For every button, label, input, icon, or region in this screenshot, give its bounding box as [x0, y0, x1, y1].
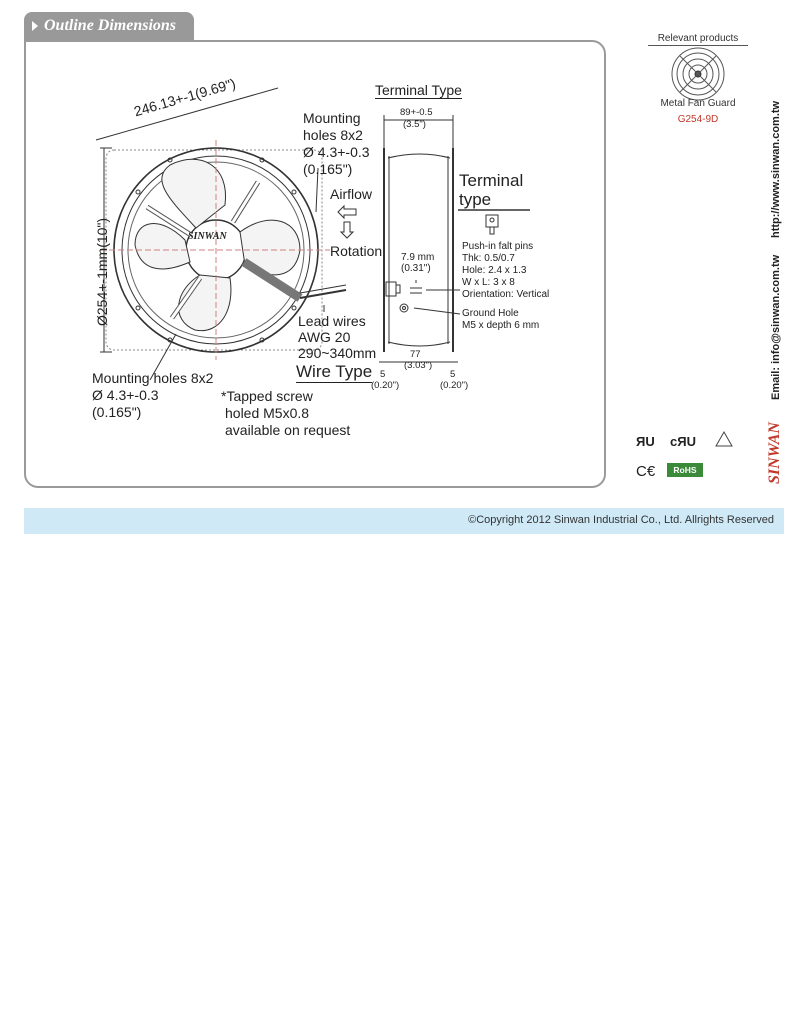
cert-marks: ЯU cЯU C€: [636, 434, 696, 480]
relevant-products-title: Relevant products: [648, 33, 748, 46]
height-dimension: Ø254+-1mm(10"): [94, 217, 110, 326]
outline-panel: [24, 40, 606, 488]
fan-front-view: [100, 140, 330, 360]
rotation-label: Rotation: [330, 243, 383, 259]
cul-mark: cЯU: [670, 434, 696, 449]
fan-side-view: [383, 148, 454, 352]
airflow-label: Airflow: [330, 186, 373, 202]
website-link[interactable]: http://www.sinwan.com.tw: [770, 100, 782, 238]
related-product-name: Metal Fan Guard: [660, 98, 736, 109]
fan-brand-label: SINWAN: [188, 231, 227, 242]
email-link[interactable]: Email: info@sinwan.com.tw: [770, 254, 782, 400]
fan-guard-icon: [671, 47, 725, 101]
section-tab: Outline Dimensions: [24, 12, 194, 40]
ul-mark: ЯU: [636, 434, 655, 449]
brand-logo: SINWAN: [766, 422, 783, 484]
rohs-badge: RoHS: [667, 463, 703, 477]
section-title: Outline Dimensions: [44, 17, 177, 34]
terminal-type-heading: Terminal Type: [375, 82, 462, 100]
arrow-right-icon: [32, 21, 38, 31]
copyright-text: ©Copyright 2012 Sinwan Industrial Co., L…: [468, 514, 774, 526]
footer-bar: ©Copyright 2012 Sinwan Industrial Co., L…: [24, 508, 784, 534]
ce-mark: C€: [636, 463, 656, 480]
wire-type-heading: Wire Type: [296, 362, 373, 383]
related-product-code[interactable]: G254-9D: [677, 114, 719, 125]
